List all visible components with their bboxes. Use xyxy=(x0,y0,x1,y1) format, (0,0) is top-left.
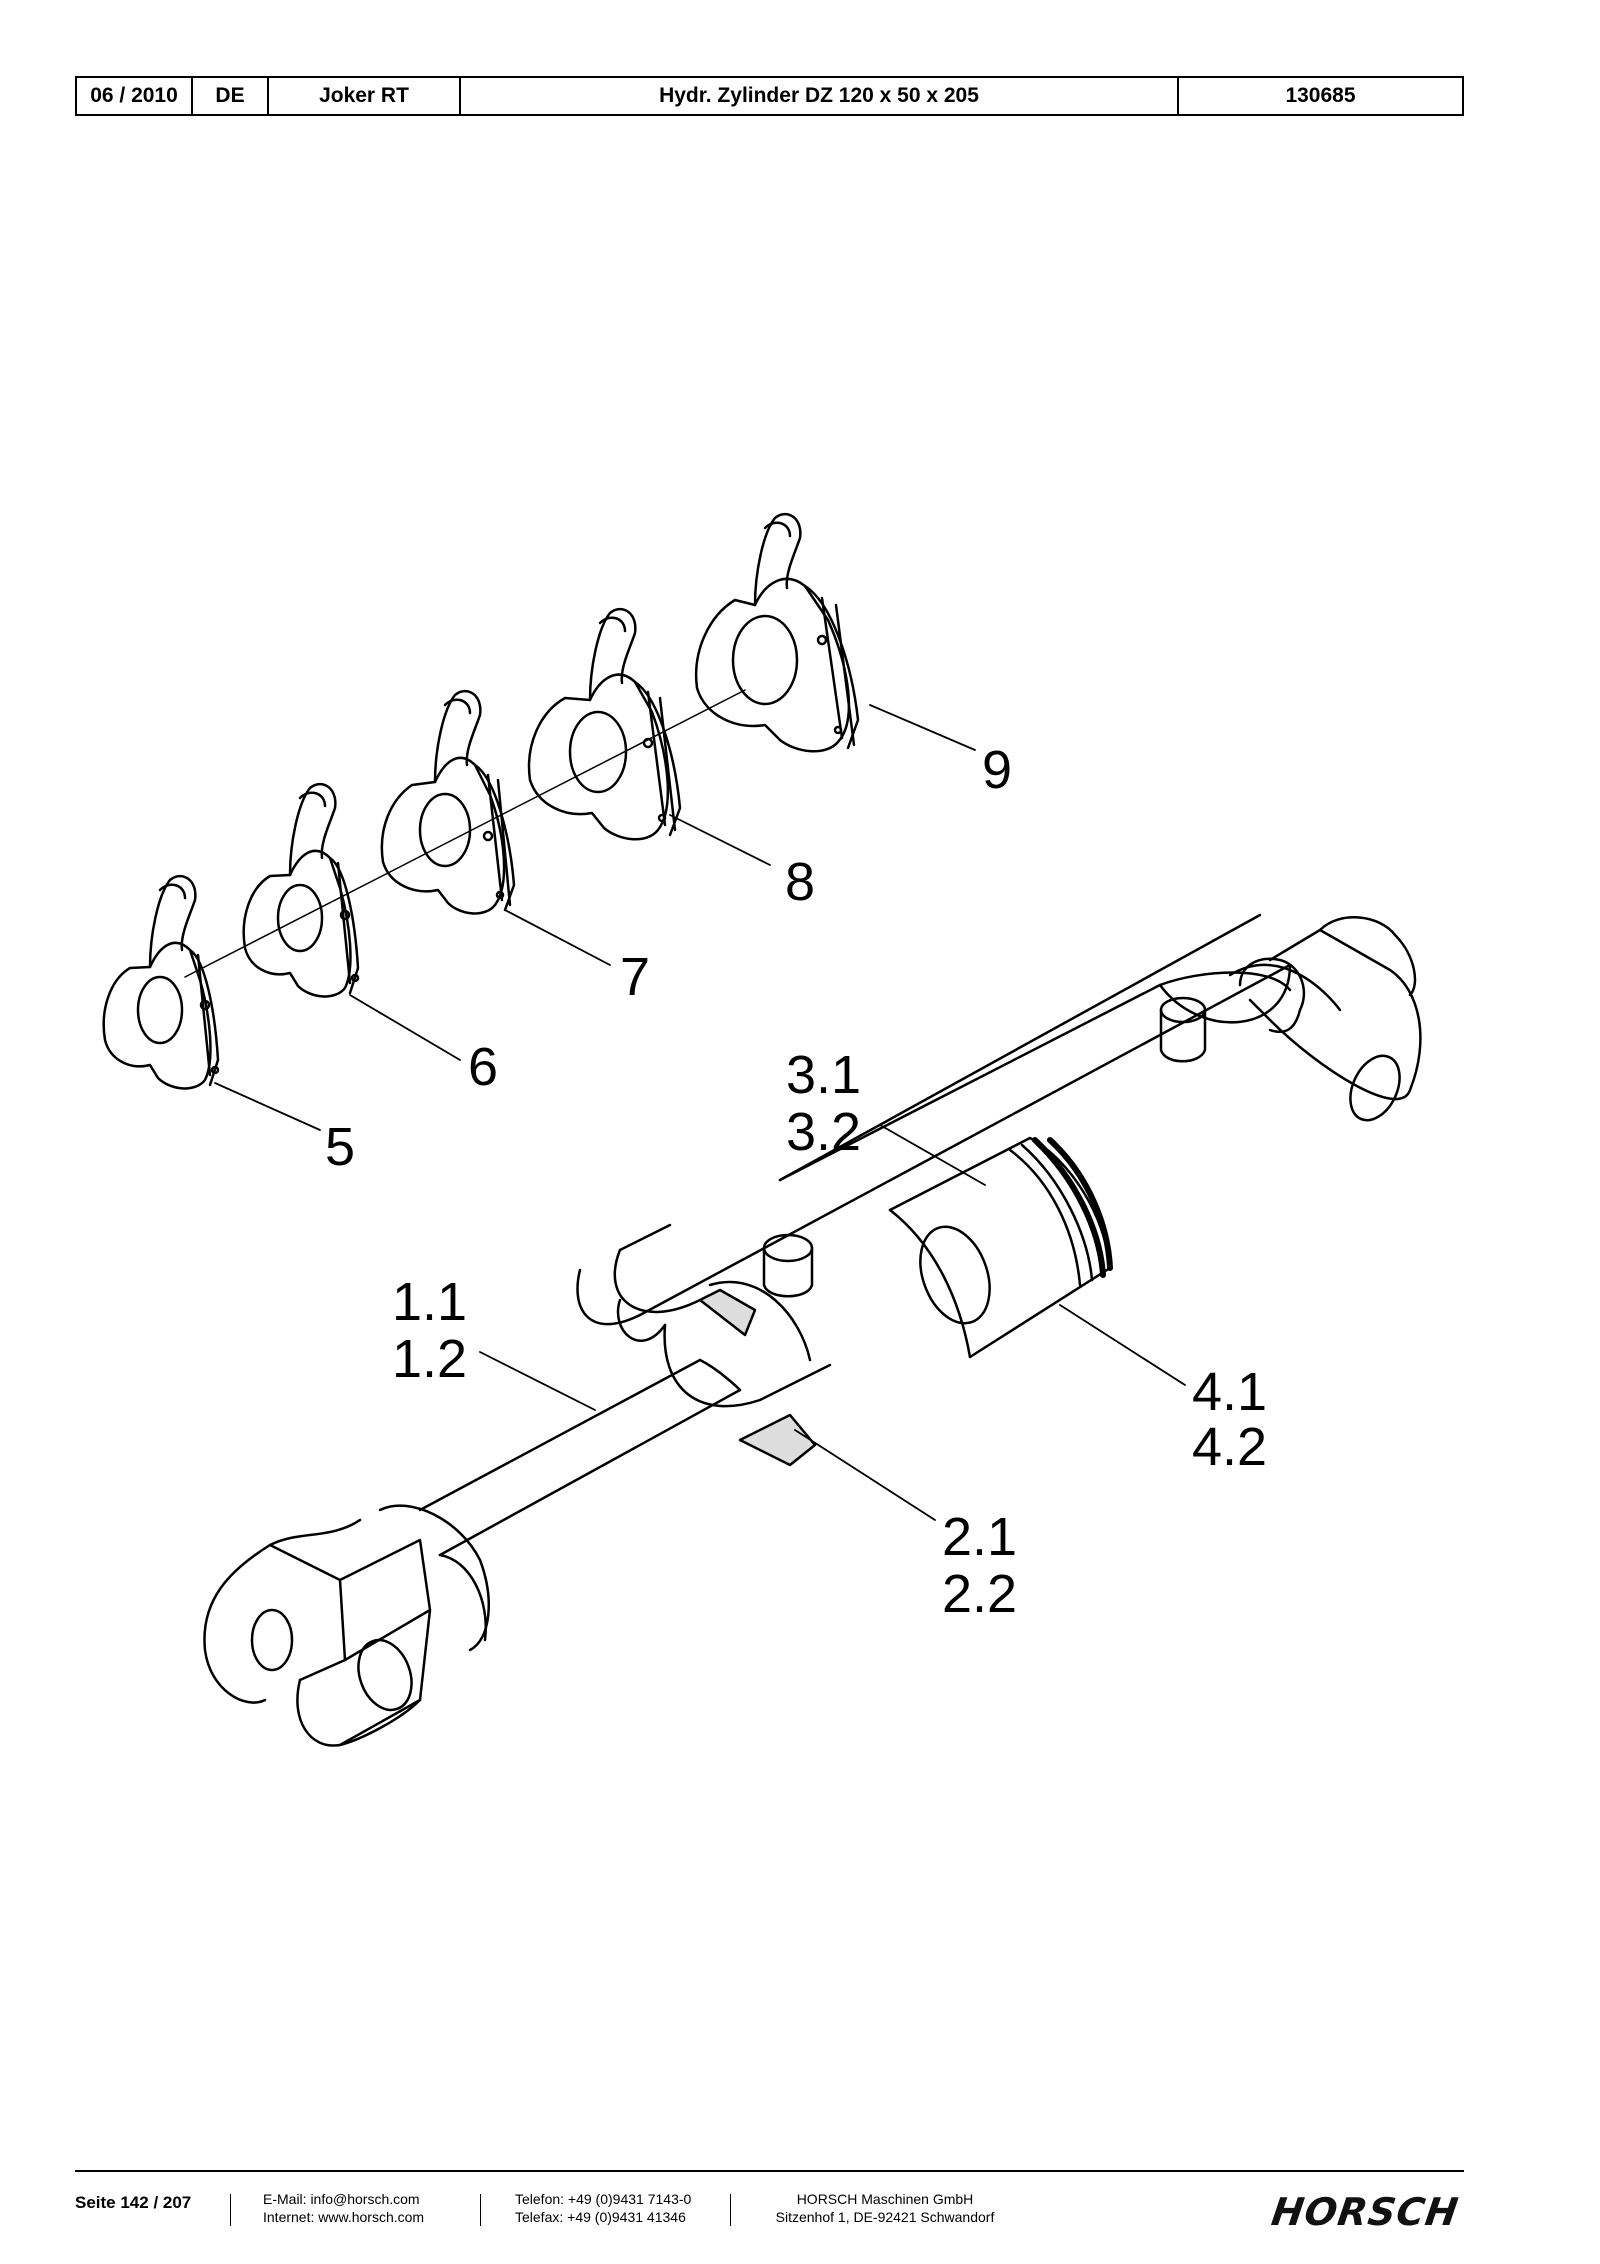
label-3-1: 3.1 xyxy=(786,1045,861,1105)
page-number: Seite 142 / 207 xyxy=(75,2193,192,2212)
label-9: 9 xyxy=(982,740,1012,800)
footer-company: HORSCH Maschinen GmbH xyxy=(796,2191,974,2207)
footer-company-block: HORSCH Maschinen GmbH Sitzenhof 1, DE-92… xyxy=(765,2190,1005,2226)
footer-rule xyxy=(75,2170,1464,2172)
cylinder-barrel xyxy=(576,913,1422,1326)
clamp-8 xyxy=(527,607,682,841)
label-1-1: 1.1 xyxy=(392,1272,467,1332)
label-3-2: 3.2 xyxy=(786,1102,861,1162)
footer-divider xyxy=(230,2194,231,2226)
footer: Seite 142 / 207 E-Mail: info@horsch.com … xyxy=(75,2190,1464,2240)
header-language: DE xyxy=(193,78,269,114)
clamp-9 xyxy=(694,512,860,753)
footer-internet: Internet: www.horsch.com xyxy=(263,2209,425,2225)
label-4-1: 4.1 xyxy=(1192,1362,1267,1422)
gland-cutaway xyxy=(616,1280,832,1467)
label-7: 7 xyxy=(620,947,650,1007)
clamp-5 xyxy=(102,874,220,1090)
piston-cutaway xyxy=(888,1136,1113,1359)
footer-phone-contact: Telefon: +49 (0)9431 7143-0 Telefax: +49… xyxy=(515,2190,691,2226)
header-model: Joker RT xyxy=(269,78,461,114)
label-6: 6 xyxy=(468,1037,498,1097)
header-part-number: 130685 xyxy=(1285,84,1356,107)
footer-email: E-Mail: info@horsch.com xyxy=(263,2191,420,2207)
label-2-2: 2.2 xyxy=(942,1564,1017,1624)
footer-address: Sitzenhof 1, DE-92421 Schwandorf xyxy=(775,2209,995,2225)
footer-divider xyxy=(730,2194,731,2226)
header-table: 06 / 2010 DE Joker RT Hydr. Zylinder DZ … xyxy=(75,76,1464,116)
label-2-1: 2.1 xyxy=(942,1507,1017,1567)
footer-web-contact: E-Mail: info@horsch.com Internet: www.ho… xyxy=(263,2190,424,2226)
label-8: 8 xyxy=(785,852,815,912)
header-date: 06 / 2010 xyxy=(77,78,193,114)
label-1-2: 1.2 xyxy=(392,1329,467,1389)
label-5: 5 xyxy=(325,1117,355,1177)
leader-lines xyxy=(214,704,1186,1521)
horsch-logo: HORSCH xyxy=(1268,2190,1462,2234)
piston-rod xyxy=(203,1358,742,1747)
label-4-2: 4.2 xyxy=(1192,1417,1267,1477)
header-title: Hydr. Zylinder DZ 120 x 50 x 205 xyxy=(461,78,1179,114)
footer-fax: Telefax: +49 (0)9431 41346 xyxy=(515,2209,686,2225)
clamp-7 xyxy=(380,689,516,915)
clamp-axis-line xyxy=(184,689,746,978)
footer-phone: Telefon: +49 (0)9431 7143-0 xyxy=(515,2191,692,2207)
clamp-6 xyxy=(242,782,360,998)
exploded-drawing: 5 6 7 8 9 3.1 3.2 1.1 1.2 4.1 4.2 2.1 2.… xyxy=(102,512,1422,1747)
footer-divider xyxy=(480,2194,481,2226)
